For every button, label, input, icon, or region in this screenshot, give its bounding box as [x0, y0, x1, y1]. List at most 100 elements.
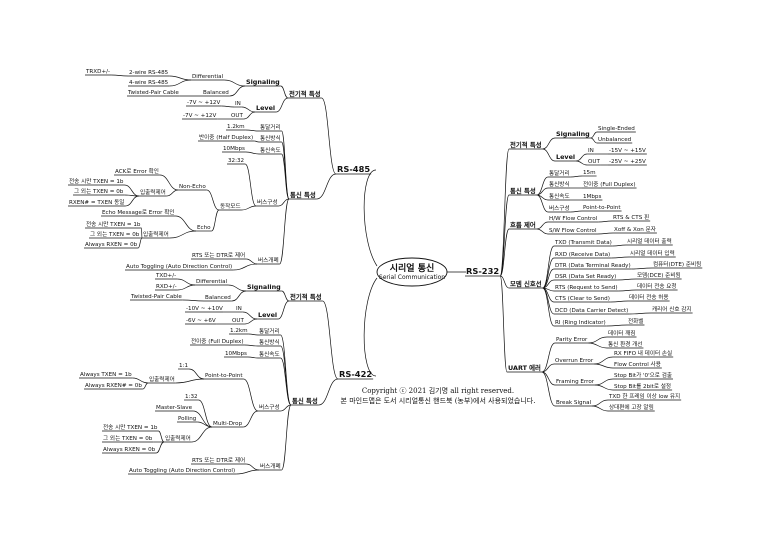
- connector-rs485-buswitch: [279, 198, 290, 265]
- node-rs232-speed-val: 1Mbps: [583, 194, 601, 200]
- node-rs232-rts: RTS (Request to Send): [555, 285, 618, 291]
- connector-rs232-hw: [536, 221, 549, 230]
- node-rs232-method-val: 전이중 (Full Duplex): [583, 180, 636, 188]
- connector-rs422-buswitch: [281, 404, 292, 471]
- node-rs422-distance-val: 1.2km: [230, 328, 248, 334]
- node-rs232-in-val: -15V ~ +15V: [609, 148, 646, 154]
- connector-rs422-in: [242, 311, 258, 320]
- connector-rs232-signaling: [542, 137, 556, 150]
- connector-rs485-in: [241, 106, 256, 113]
- node-rs232-hw: H/W Flow Control: [549, 216, 598, 222]
- node-rs485-echo-2: 그 외는 TXEN = 0b: [90, 231, 140, 238]
- node-rs485-comm: 통신 특성: [290, 190, 316, 199]
- node-rs485-buswitch: 버스개폐: [258, 256, 279, 264]
- node-rs485-elec: 전기적 특성: [289, 89, 321, 98]
- connector-rs422-txd: [177, 278, 196, 286]
- connector-rs485-mode: [241, 205, 257, 211]
- connector-rs422-diff: [228, 284, 247, 292]
- node-rs485-bus-val: 32:32: [228, 158, 244, 164]
- connector-rs485-4wire: [169, 79, 192, 87]
- node-rs232-dcd: DCD (Data Carrier Detect): [555, 308, 628, 314]
- connector-rs485-echo-io: [169, 230, 197, 239]
- node-rs232-framing-2: Stop Bit를 2bit로 설정: [614, 382, 671, 390]
- node-rs232-txd-val: 시리얼 데이터 출력: [627, 237, 672, 245]
- connector-rs232-sw-val: [597, 232, 614, 235]
- connector-rs485-out: [243, 111, 256, 120]
- connector-rs422-comm: [318, 378, 339, 406]
- connector-rs422-md-ratio: [198, 399, 213, 428]
- node-rs422-elec: 전기적 특성: [290, 292, 322, 301]
- node-rs232-hw-val: RTS & CTS 핀: [613, 213, 649, 221]
- connector-rs485-method: [281, 141, 290, 200]
- node-rs422-p2p: Point-to-Point: [205, 373, 243, 379]
- node-rs232-in: IN: [588, 148, 594, 154]
- node-rs422-p2p-1: Always TXEN = 1b: [80, 372, 132, 378]
- node-rs485-nonecho: Non-Echo: [179, 184, 206, 190]
- node-rs232-dsr: DSR (Data Set Ready): [555, 274, 616, 280]
- connector-rs485-bus: [278, 198, 290, 207]
- node-rs485-in: IN: [235, 101, 241, 107]
- node-rs422-txd: TXD+/-: [155, 273, 176, 279]
- node-rs485-nonecho-2: 그 외는 TXEN = 0b: [74, 188, 124, 195]
- connector-rs422-signaling: [281, 290, 290, 302]
- connector-rs232-framing-2: [595, 384, 614, 391]
- connector-rs232-break-1: [592, 399, 609, 407]
- node-rs422-md-io: 입출력제어: [165, 434, 191, 442]
- connector-rs485-bus-val: [244, 163, 257, 207]
- connector-rs485-2wire: [169, 75, 192, 81]
- node-rs232-parity: Parity Error: [556, 337, 588, 343]
- node-rs422-diff: Differential: [196, 279, 227, 285]
- node-rs485-rts: RTS 또는 DTR로 제어: [192, 251, 245, 259]
- node-rs422-buswitch: 버스개폐: [260, 462, 281, 470]
- connector-rs232-distance-val: [570, 175, 583, 178]
- node-rs232-method: 통신방식: [549, 180, 570, 188]
- connector-rs422-speed-val: [247, 356, 259, 359]
- node-rs422-md-1: 전송 시만 TXEN = 1b: [103, 423, 158, 431]
- connector-rs485-signaling: [280, 85, 289, 99]
- node-rs232-dcd-val: 캐리어 신호 감지: [652, 305, 692, 313]
- connector-rs485-nonecho: [206, 189, 220, 211]
- node-rs422-signaling: Signaling: [247, 283, 281, 291]
- node-rs232-parity-1: 데이터 깨짐: [608, 329, 636, 337]
- node-rs485-distance: 통달거리: [260, 123, 281, 131]
- node-rs232-break: Break Signal: [556, 400, 592, 406]
- copyright-line-2: 본 마인드맵은 도서 시리얼통신 핸드북 (농부)에서 사용되었습니다.: [341, 396, 536, 405]
- connector-rs232-txd: [542, 245, 555, 289]
- node-rs485-nonecho-ack: ACK로 Error 확인: [115, 167, 159, 175]
- node-rs485-method-val: 반이중 (Half Duplex): [199, 133, 253, 141]
- node-rs232-break-1: TXD 한 프레임 이상 low 유지: [608, 392, 680, 400]
- node-rs232-dsr-val: 모뎀(DCE) 준비됨: [637, 271, 681, 279]
- node-rs232-ri-val: 전화벨: [628, 317, 643, 325]
- node-rs422-level: Level: [258, 311, 277, 319]
- node-rs232-unbal: Unbalanced: [598, 137, 632, 143]
- node-rs422-speed: 통신속도: [259, 350, 280, 358]
- connector-rs485-rts: [246, 258, 258, 265]
- connector-rs485-echo-1: [141, 227, 143, 239]
- center-title: 시리얼 통신: [390, 262, 435, 274]
- node-rs485-echo-msg: Echo Message로 Error 확인: [102, 208, 175, 216]
- node-rs485-speed: 통신속도: [260, 146, 281, 154]
- node-rs232-overrun: Overrun Error: [555, 358, 594, 364]
- connector-rs485-method-val: [254, 140, 260, 143]
- node-rs422-method-val: 전이중 (Full Duplex): [191, 337, 244, 345]
- connector-rs485-speed: [281, 153, 290, 200]
- node-rs485-balanced: Balanced: [203, 90, 229, 96]
- connector-rs485-echo-msg: [175, 215, 197, 232]
- connector-rs485-distance: [281, 130, 290, 200]
- connector-rs232-unbal: [590, 137, 598, 144]
- connector-rs232-overrun: [541, 363, 555, 373]
- node-rs422-speed-val: 10Mbps: [225, 351, 247, 357]
- connector-rs232-framing-1: [595, 378, 614, 386]
- connector-rs232-dsr-val: [617, 278, 637, 281]
- connector-rs232-hw-val: [598, 220, 613, 223]
- node-rs485-mode: 동작모드: [220, 203, 241, 210]
- node-rs232: RS-232: [466, 266, 499, 276]
- connector-rs485-nonecho-ack: [159, 174, 179, 191]
- node-rs422-balanced: Balanced: [205, 295, 231, 301]
- connector-rs422-p2p: [243, 378, 259, 412]
- center-node: 시리얼 통신 Serial Communication: [376, 257, 448, 287]
- node-rs485-diff: Differential: [192, 74, 223, 80]
- node-rs485-signaling: Signaling: [246, 78, 280, 86]
- connector-rs422-p2p-io: [175, 378, 205, 384]
- connector-rs232-flow: [499, 228, 510, 277]
